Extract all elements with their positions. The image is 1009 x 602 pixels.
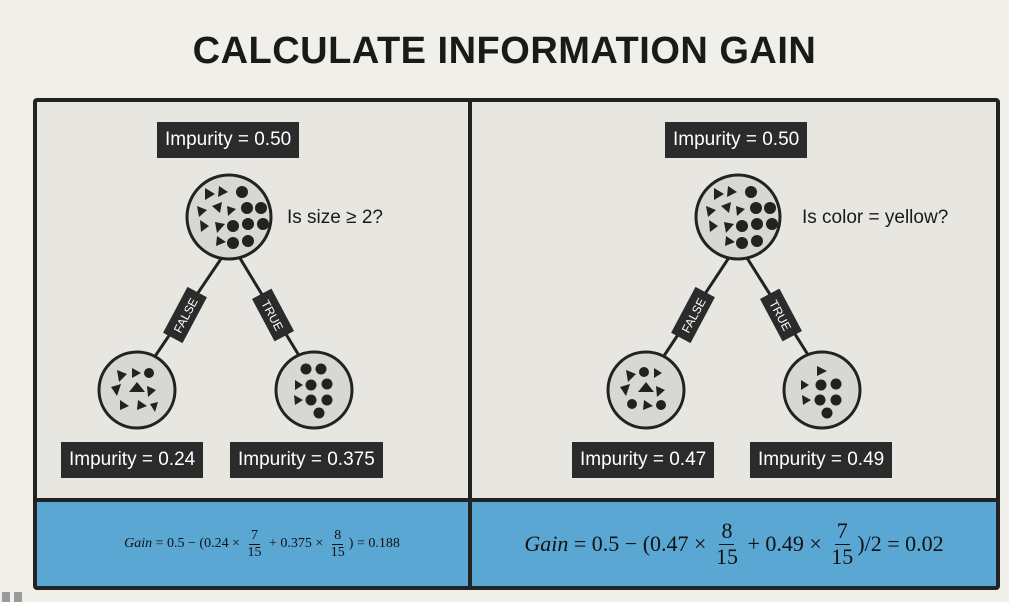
root-impurity-label: Impurity = 0.50	[665, 122, 808, 158]
video-progress-stub	[2, 592, 22, 602]
root-node	[185, 173, 273, 261]
split-question: Is size ≥ 2?	[287, 207, 383, 228]
formula-part: + 0.49 ×	[741, 531, 828, 556]
left-child-node	[606, 350, 686, 430]
branch-true-label: TRUE	[760, 288, 802, 342]
branch-true-label: TRUE	[252, 288, 294, 342]
left-child-impurity-label: Impurity = 0.47	[572, 442, 715, 478]
left-child-node	[97, 350, 177, 430]
left-child-impurity-label: Impurity = 0.24	[61, 442, 204, 478]
formula-part: = 0.5 − (0.47 ×	[568, 531, 712, 556]
split-question: Is color = yellow?	[802, 207, 949, 228]
decision-tree-size: FALSE TRUE	[97, 173, 354, 430]
page-title: CALCULATE INFORMATION GAIN	[192, 30, 817, 72]
formula-part: ) = 0.188	[348, 536, 400, 551]
branch-false-label: FALSE	[163, 286, 207, 344]
right-child-node	[782, 350, 862, 430]
right-child-node	[274, 350, 354, 430]
branch-false-label: FALSE	[671, 286, 715, 344]
formula-lhs: Gain	[524, 531, 569, 556]
split-panel-color: FALSE TRUE	[468, 98, 1000, 590]
formula-part: )/2 = 0.02	[857, 531, 944, 556]
formula-lhs: Gain	[124, 536, 153, 551]
right-child-impurity-label: Impurity = 0.49	[750, 442, 893, 478]
formula-part: + 0.375 ×	[265, 536, 327, 551]
decision-tree-color: FALSE TRUE	[606, 173, 862, 430]
root-impurity-label: Impurity = 0.50	[157, 122, 300, 158]
right-child-impurity-label: Impurity = 0.375	[230, 442, 383, 478]
split-panel-size: FALSE TRUE	[33, 98, 491, 590]
root-node	[694, 173, 782, 261]
formula-part: = 0.5 − (0.24 ×	[152, 536, 244, 551]
